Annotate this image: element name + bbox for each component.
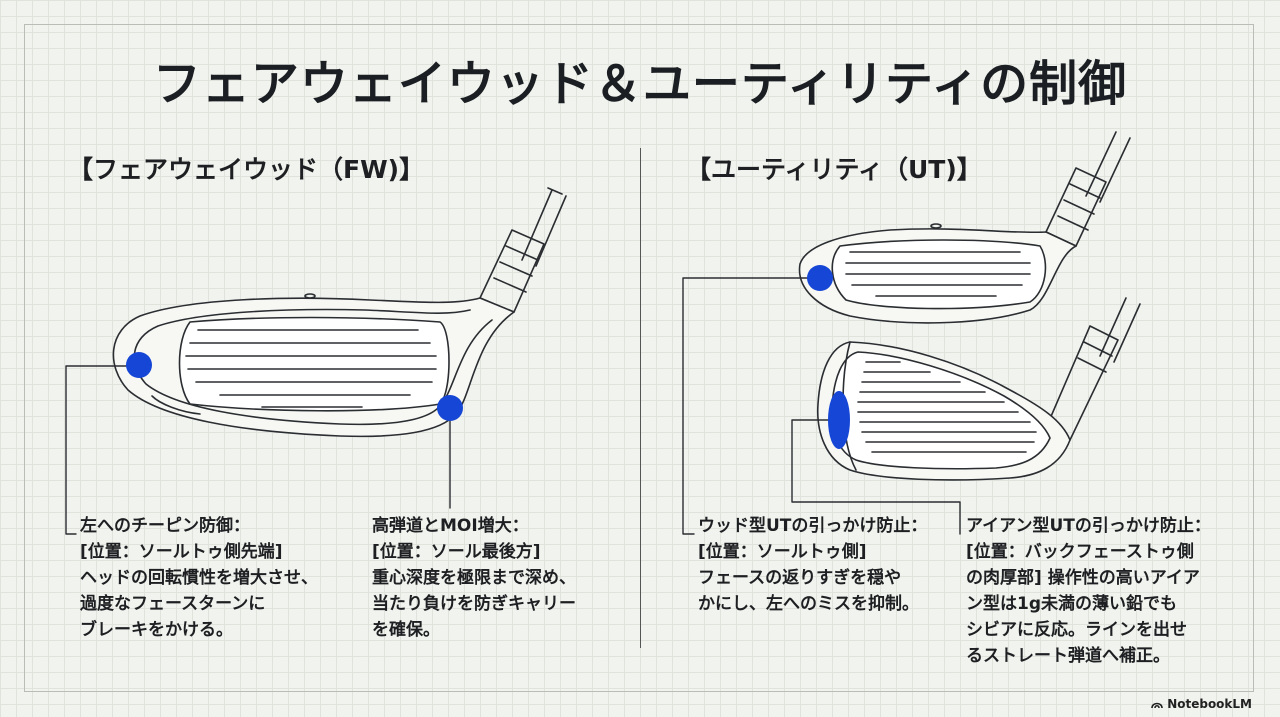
callout-line: シビアに反応。ラインを出せ: [966, 620, 1187, 640]
section-divider: [640, 148, 641, 648]
callout-line: 左へのチーピン防御：: [80, 516, 250, 536]
notebooklm-icon: [1151, 702, 1163, 709]
callout-line: アイアン型UTの引っかけ防止：: [966, 516, 1211, 536]
leader-lines: [65, 277, 961, 535]
callout-line: 重心深度を極限まで深め、: [372, 568, 576, 588]
brand-label: NotebookLM: [1167, 697, 1252, 711]
callout-line: ブレーキをかける。: [80, 620, 233, 640]
callout-line: かにし、左へのミスを抑制。: [698, 594, 919, 614]
fw-club-head: [112, 293, 515, 438]
callout-line: 当たり負けを防ぎキャリー: [372, 594, 576, 614]
callout-line: [位置：ソールトゥ側]: [698, 542, 867, 562]
callout-line: [位置：バックフェーストゥ側: [966, 542, 1194, 562]
ut-section-heading: 【ユーティリティ（UT)】: [686, 155, 982, 184]
ut-wood-toe-weight-marker: [807, 265, 833, 291]
ut-wood-shaft: [1045, 131, 1131, 247]
ut-iron-club-head: [816, 341, 1071, 481]
fw-rear-weight-marker: [437, 395, 463, 421]
callout-line: 高弾道とMOI増大：: [372, 516, 529, 536]
page-title: フェアウェイウッド＆ユーティリティの制御: [152, 56, 1128, 112]
callout-line: [位置：ソールトゥ側先端]: [80, 542, 283, 562]
ut-iron-callout: アイアン型UTの引っかけ防止： [位置：バックフェーストゥ側 の肉厚部] 操作性…: [966, 513, 1211, 669]
fw-section-heading: 【フェアウェイウッド（FW)】: [68, 155, 425, 184]
ut-wood-callout: ウッド型UTの引っかけ防止： [位置：ソールトゥ側] フェースの返りすぎを穏や …: [698, 513, 927, 617]
callout-line: [位置：ソール最後方]: [372, 542, 541, 562]
fw-rear-callout: 高弾道とMOI増大： [位置：ソール最後方] 重心深度を極限まで深め、 当たり負…: [372, 513, 576, 643]
ut-iron-toe-weight-marker: [828, 391, 850, 449]
weight-markers: [126, 265, 850, 449]
callout-line: を確保。: [372, 620, 440, 640]
callout-line: るストレート弾道へ補正。: [966, 646, 1170, 666]
callout-line: ウッド型UTの引っかけ防止：: [698, 516, 928, 536]
frame: [24, 24, 1254, 692]
callout-line: フェースの返りすぎを穏や: [698, 568, 902, 588]
callout-line: ヘッドの回転慣性を増大させ、: [80, 568, 318, 588]
brand-watermark: NotebookLM: [1151, 697, 1252, 711]
callout-line: 過度なフェースターンに: [80, 594, 266, 614]
fw-toe-weight-marker: [126, 352, 152, 378]
fw-shaft: [479, 187, 567, 313]
callout-line: の肉厚部] 操作性の高いアイア: [966, 568, 1200, 588]
ut-iron-shaft: [1045, 297, 1141, 441]
callout-line: ン型は1g未満の薄い鉛でも: [966, 594, 1177, 614]
ut-wood-club-head: [798, 223, 1077, 324]
fw-toe-callout: 左へのチーピン防御： [位置：ソールトゥ側先端] ヘッドの回転慣性を増大させ、 …: [80, 513, 318, 643]
